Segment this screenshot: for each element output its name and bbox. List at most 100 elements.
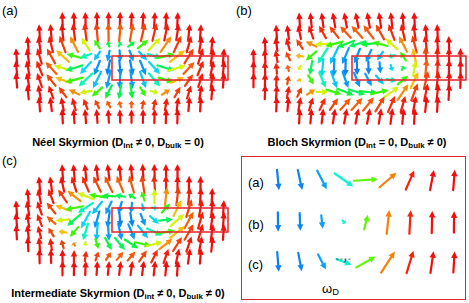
spin-head bbox=[82, 164, 88, 171]
text-run: (a) bbox=[2, 3, 18, 18]
spin-head bbox=[105, 261, 111, 268]
spin-shaft bbox=[379, 30, 384, 39]
spin-shaft bbox=[97, 171, 98, 180]
spin-shaft bbox=[108, 182, 113, 192]
subscript: int bbox=[145, 292, 155, 301]
spin-head bbox=[197, 97, 203, 104]
spin-shaft bbox=[95, 267, 98, 275]
spin-head bbox=[306, 41, 313, 47]
spin-shaft bbox=[84, 62, 91, 69]
text-run: (b) bbox=[248, 217, 264, 232]
spin-head bbox=[25, 213, 31, 220]
spin-head bbox=[71, 164, 77, 171]
spin-head bbox=[321, 182, 327, 189]
spin-head bbox=[128, 175, 134, 182]
spin-head bbox=[58, 190, 64, 197]
spin-shaft bbox=[125, 240, 133, 245]
spin-head bbox=[128, 92, 134, 99]
spin-shaft bbox=[379, 44, 388, 46]
spin-head bbox=[296, 39, 302, 46]
spin-head bbox=[59, 87, 65, 94]
spin-head bbox=[273, 50, 279, 57]
spin-shaft bbox=[307, 92, 311, 94]
spin-shaft bbox=[130, 29, 132, 41]
spin-head bbox=[128, 109, 134, 116]
spin-head bbox=[297, 224, 303, 231]
subscript: bulk bbox=[187, 292, 203, 301]
spin-head bbox=[451, 170, 457, 177]
spin-shaft bbox=[381, 257, 391, 273]
spin-shaft bbox=[299, 31, 301, 38]
spin-shaft bbox=[380, 19, 381, 28]
spin-head bbox=[151, 109, 157, 116]
spin-shaft bbox=[139, 256, 143, 262]
angle-guide bbox=[336, 259, 352, 260]
spin-head bbox=[285, 38, 291, 45]
spin-shaft bbox=[210, 91, 213, 99]
text-run: ≠ 0) bbox=[203, 287, 225, 299]
spin-shaft bbox=[316, 91, 322, 93]
spin-head bbox=[332, 98, 338, 105]
spin-shaft bbox=[85, 224, 88, 234]
spin-shaft bbox=[50, 244, 53, 250]
spin-head bbox=[94, 100, 100, 106]
spin-shaft bbox=[85, 43, 90, 50]
panel-caption: Bloch Skyrmion (Dint = 0, Dbulk ≠ 0) bbox=[268, 136, 447, 148]
spin-head bbox=[296, 25, 302, 32]
spin-head bbox=[80, 67, 87, 74]
spin-shaft bbox=[50, 67, 57, 74]
spin-head bbox=[70, 36, 76, 43]
spin-shaft bbox=[96, 72, 101, 83]
spin-head bbox=[163, 203, 170, 210]
spin-head bbox=[25, 201, 31, 208]
spin-head bbox=[48, 249, 54, 256]
spin-shaft bbox=[187, 103, 190, 111]
label-holder: Néel Skyrmion (Dint ≠ 0, Dbulk = 0) bbox=[32, 132, 204, 150]
spin-head bbox=[446, 60, 452, 67]
row-label: (a) bbox=[248, 175, 264, 190]
spin-head bbox=[105, 109, 111, 116]
spin-shaft bbox=[118, 267, 121, 275]
spin-head bbox=[399, 24, 405, 31]
spin-shaft bbox=[139, 52, 143, 56]
spin-head bbox=[82, 251, 88, 257]
spin-head bbox=[198, 236, 204, 243]
spin-head bbox=[174, 97, 180, 104]
spin-head bbox=[187, 224, 193, 231]
spin-shaft bbox=[287, 92, 288, 98]
spin-shaft bbox=[436, 103, 439, 112]
spin-head bbox=[273, 97, 279, 104]
spin-shaft bbox=[367, 115, 369, 124]
spin-head bbox=[209, 85, 215, 92]
spin-shaft bbox=[402, 68, 403, 70]
spin-shaft bbox=[430, 176, 433, 190]
spin-head bbox=[36, 226, 42, 233]
spin-shaft bbox=[379, 115, 380, 124]
spin-head bbox=[446, 36, 452, 43]
spin-head bbox=[349, 42, 356, 48]
spin-head bbox=[105, 23, 111, 30]
spin-shaft bbox=[50, 255, 52, 263]
spin-shaft bbox=[286, 80, 289, 84]
text-run: Néel Skyrmion (D bbox=[32, 136, 123, 148]
text-run: ≠ 0, D bbox=[133, 136, 165, 148]
text-run: = 0, D bbox=[376, 136, 409, 148]
spin-head bbox=[36, 97, 42, 104]
spin-shaft bbox=[107, 116, 110, 123]
spin-head bbox=[140, 261, 146, 268]
spin-head bbox=[129, 232, 135, 239]
spin-head bbox=[250, 73, 256, 80]
spin-shaft bbox=[51, 232, 53, 236]
spin-head bbox=[320, 262, 326, 269]
text-run: (c) bbox=[248, 257, 263, 272]
spin-shaft bbox=[86, 105, 88, 110]
spin-head bbox=[48, 228, 54, 234]
spin-shaft bbox=[143, 182, 145, 193]
spin-shaft bbox=[185, 218, 191, 229]
spin-shaft bbox=[175, 92, 178, 97]
spin-head bbox=[59, 164, 65, 171]
spin-shaft bbox=[452, 258, 455, 273]
spin-shaft bbox=[61, 267, 63, 275]
spin-shaft bbox=[108, 51, 111, 56]
spin-head bbox=[197, 85, 203, 92]
